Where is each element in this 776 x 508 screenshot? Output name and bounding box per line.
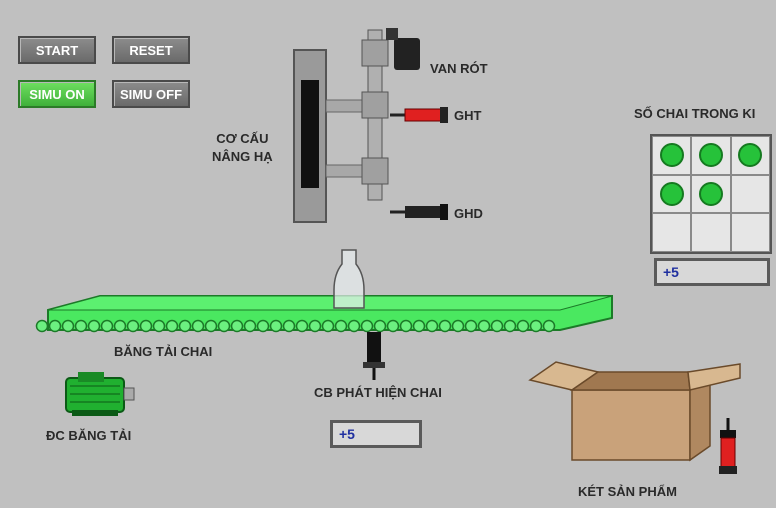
bottle-dot-icon — [659, 181, 684, 206]
bottle-icon — [333, 249, 365, 309]
conveyor-roller — [334, 319, 348, 333]
grid-cell — [691, 136, 731, 175]
conveyor-roller — [126, 319, 140, 333]
bottles-in-box-display: +5 — [654, 258, 770, 286]
conveyor-roller — [191, 319, 205, 333]
grid-cell — [652, 213, 692, 252]
conveyor-roller — [347, 319, 361, 333]
lower-sensor-label: GHD — [454, 206, 483, 221]
lift-mechanism — [293, 49, 373, 223]
conveyor-roller — [360, 319, 374, 333]
bottle-sensor-count-display: +5 — [330, 420, 422, 448]
conveyor-roller — [87, 319, 101, 333]
conveyor-roller — [230, 319, 244, 333]
bottle-sensor-icon — [363, 332, 385, 380]
conveyor-label: BĂNG TẢI CHAI — [114, 344, 213, 359]
conveyor-roller — [204, 319, 218, 333]
product-box-icon — [528, 361, 741, 462]
bottle-dot-icon — [738, 143, 763, 168]
conveyor-roller — [399, 319, 413, 333]
lift-mechanism-label: CƠ CẤU NÂNG HẠ — [212, 130, 273, 166]
upper-sensor-label: GHT — [454, 108, 482, 123]
conveyor-roller — [451, 319, 465, 333]
bottle-dot-icon — [698, 181, 723, 206]
conveyor-roller — [308, 319, 322, 333]
grid-cell — [691, 174, 731, 214]
conveyor-roller — [464, 319, 478, 333]
bottle-grid — [650, 134, 772, 254]
conveyor-belt — [35, 295, 613, 333]
conveyor-roller — [516, 319, 530, 333]
bottle-sensor-label: CB PHÁT HIỆN CHAI — [314, 385, 442, 400]
conveyor-roller — [243, 319, 257, 333]
conveyor-roller — [113, 319, 127, 333]
bottle-dot-icon — [698, 143, 723, 168]
conveyor-roller — [48, 319, 62, 333]
conveyor-roller — [438, 319, 452, 333]
conveyor-roller — [542, 319, 556, 333]
fill-valve-label: VAN RÓT — [430, 61, 488, 76]
grid-cell — [730, 174, 770, 214]
conveyor-roller — [490, 319, 504, 333]
bottle-count-title: SỐ CHAI TRONG KI — [634, 106, 756, 121]
conveyor-roller — [529, 319, 543, 333]
conveyor-roller — [178, 319, 192, 333]
grid-cell — [652, 136, 692, 175]
conveyor-roller — [503, 319, 517, 333]
conveyor-roller — [35, 319, 49, 333]
motor-icon — [65, 372, 135, 416]
conveyor-roller — [425, 319, 439, 333]
conveyor-roller — [282, 319, 296, 333]
conveyor-roller — [165, 319, 179, 333]
conveyor-roller — [295, 319, 309, 333]
upper-limit-sensor-icon — [390, 107, 448, 123]
grid-cell — [730, 136, 770, 175]
simu-on-button[interactable]: SIMU ON — [18, 80, 96, 108]
conveyor-roller — [373, 319, 387, 333]
conveyor-roller — [217, 319, 231, 333]
conveyor-roller — [139, 319, 153, 333]
conveyor-roller — [256, 319, 270, 333]
conveyor-roller — [477, 319, 491, 333]
simu-off-button[interactable]: SIMU OFF — [112, 80, 190, 108]
conveyor-motor-label: ĐC BĂNG TẢI — [46, 428, 132, 443]
conveyor-roller — [321, 319, 335, 333]
conveyor-roller — [152, 319, 166, 333]
conveyor-roller — [412, 319, 426, 333]
lower-limit-sensor-icon — [390, 204, 448, 220]
conveyor-roller — [100, 319, 114, 333]
grid-cell — [730, 213, 770, 252]
conveyor-roller — [269, 319, 283, 333]
start-button[interactable]: START — [18, 36, 96, 64]
lift-mechanism-label-line1: CƠ CẤU — [216, 131, 269, 146]
bottle-dot-icon — [659, 143, 684, 168]
product-box-label: KÉT SẢN PHẨM — [578, 484, 677, 499]
box-sensor-icon — [719, 418, 737, 474]
grid-cell — [691, 213, 731, 252]
fill-valve-assembly — [361, 28, 420, 201]
grid-cell — [652, 174, 692, 214]
conveyor-roller — [61, 319, 75, 333]
conveyor-roller — [386, 319, 400, 333]
reset-button[interactable]: RESET — [112, 36, 190, 64]
lift-mechanism-label-line2: NÂNG HẠ — [212, 149, 273, 164]
conveyor-roller — [74, 319, 88, 333]
